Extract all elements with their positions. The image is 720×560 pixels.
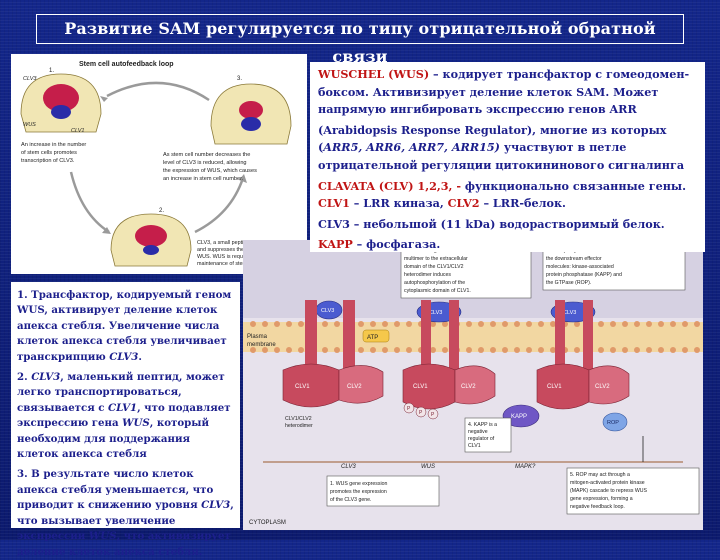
loop-clv3-label: CLV3 bbox=[23, 76, 37, 82]
note-4-box: 4. KAPP is a negative regulator of CLV1 bbox=[465, 418, 511, 452]
receptor-right: CLV3 CLV1 CLV2 KAPP ROP bbox=[503, 300, 629, 431]
meristem-2 bbox=[111, 214, 191, 266]
loop-step2-num: 2. bbox=[159, 208, 164, 214]
loop-step1-text: An increase in the number of stem cells … bbox=[21, 142, 86, 164]
svg-text:CLV2: CLV2 bbox=[461, 384, 476, 390]
svg-text:CLV3: CLV3 bbox=[321, 308, 334, 314]
svg-text:membrane: membrane bbox=[247, 342, 276, 348]
meristem-3 bbox=[211, 84, 291, 144]
svg-text:CLV1: CLV1 bbox=[547, 384, 562, 390]
svg-text:level of CLV3 is reduced, allo: level of CLV3 is reduced, allowing bbox=[163, 160, 247, 166]
svg-text:the downstream effector: the downstream effector bbox=[546, 256, 602, 262]
svg-text:5. ROP may act through a: 5. ROP may act through a bbox=[570, 472, 630, 478]
loop-wus-label: WUS bbox=[23, 122, 36, 128]
svg-text:protein phosphatase (KAPP) and: protein phosphatase (KAPP) and bbox=[546, 272, 622, 278]
svg-text:CLV3: CLV3 bbox=[429, 310, 442, 316]
cytoplasm-label: CYTOPLASM bbox=[249, 520, 286, 526]
note-5-box: 5. ROP may act through a mitogen-activat… bbox=[567, 468, 699, 514]
svg-text:1. WUS gene expression: 1. WUS gene expression bbox=[330, 481, 387, 487]
membrane-diagram: Plasma membrane 2. The binding of the CL… bbox=[243, 240, 703, 530]
loop-step1-num: 1. bbox=[49, 68, 54, 74]
wus-description: WUSCHEL (WUS) – кодирует трансфактор с г… bbox=[318, 66, 697, 119]
gene-description-panel: WUSCHEL (WUS) – кодирует трансфактор с г… bbox=[310, 62, 705, 252]
svg-text:KAPP: KAPP bbox=[511, 414, 527, 420]
svg-text:CLV3: CLV3 bbox=[563, 310, 576, 316]
wus-gene-label: WUS bbox=[421, 464, 435, 470]
svg-text:the expression of WUS, which c: the expression of WUS, which causes bbox=[163, 168, 257, 174]
svg-text:cytoplasmic domain of CLV1.: cytoplasmic domain of CLV1. bbox=[404, 288, 471, 294]
svg-text:CLV1: CLV1 bbox=[468, 443, 481, 449]
svg-text:autophosphorylation of the: autophosphorylation of the bbox=[404, 280, 465, 286]
loop-heading: Stem cell autofeedback loop bbox=[79, 61, 174, 68]
svg-text:of the CLV3 gene.: of the CLV3 gene. bbox=[330, 497, 371, 503]
svg-text:Plasma: Plasma bbox=[247, 334, 268, 340]
steps-panel: 1. Трансфактор, кодируемый геном WUS, ак… bbox=[11, 282, 240, 528]
svg-text:negative: negative bbox=[468, 429, 488, 435]
slide-title: Развитие SAM регулируется по типу отрица… bbox=[36, 14, 684, 44]
arrow-1-to-2 bbox=[71, 172, 109, 232]
loop-step3-text: As stem cell number decreases the level … bbox=[163, 152, 257, 182]
svg-text:heterodimer induces: heterodimer induces bbox=[404, 272, 451, 278]
svg-text:CLV2: CLV2 bbox=[595, 384, 610, 390]
clavata-signaling-figure: Plasma membrane 2. The binding of the CL… bbox=[243, 240, 703, 530]
svg-text:multimer to the extracellular: multimer to the extracellular bbox=[404, 256, 468, 262]
clv3-ligand: CLV3 bbox=[316, 301, 342, 319]
svg-text:CLV2: CLV2 bbox=[347, 384, 362, 390]
svg-text:4. KAPP is a: 4. KAPP is a bbox=[468, 422, 497, 428]
kapp-description: KAPP – фосфагаза. bbox=[318, 236, 697, 254]
clv1-clv2-description: CLV1 – LRR киназа, CLV2 – LRR-белок. bbox=[318, 195, 697, 213]
svg-text:negative feedback loop.: negative feedback loop. bbox=[570, 504, 625, 510]
clv3-description: CLV3 – небольшой (11 kDa) водорастворимы… bbox=[318, 216, 697, 234]
svg-text:CLV1: CLV1 bbox=[413, 384, 428, 390]
arrow-3-to-1 bbox=[107, 83, 209, 100]
svg-text:heterodimer: heterodimer bbox=[285, 423, 313, 429]
step-3-text: 3. В результате число клеток апекса стеб… bbox=[17, 467, 234, 559]
svg-text:CLV1/CLV2: CLV1/CLV2 bbox=[285, 416, 312, 422]
svg-text:of stem cells promotes: of stem cells promotes bbox=[21, 150, 77, 156]
svg-text:CLV1: CLV1 bbox=[295, 384, 310, 390]
arr-description: (Arabidopsis Response Regulator), многие… bbox=[318, 122, 697, 175]
heterodimer-label: CLV1/CLV2 heterodimer bbox=[285, 416, 313, 429]
loop-clv1-label: CLV1 bbox=[71, 128, 84, 134]
clv3-gene-label: CLV3 bbox=[341, 464, 356, 470]
atp-molecule: ATP bbox=[363, 330, 389, 342]
svg-text:ROP: ROP bbox=[607, 420, 619, 426]
svg-text:ATP: ATP bbox=[367, 335, 378, 341]
svg-text:an increase in stem cell numbe: an increase in stem cell number. bbox=[163, 176, 244, 182]
loop-step3-num: 3. bbox=[237, 76, 242, 82]
svg-text:mitogen-activated protein kina: mitogen-activated protein kinase bbox=[570, 480, 645, 486]
svg-text:As stem cell number decreases: As stem cell number decreases the bbox=[163, 152, 250, 158]
step-2-text: 2. CLV3, маленький пептид, может легко т… bbox=[17, 370, 234, 462]
svg-text:transcription of CLV3.: transcription of CLV3. bbox=[21, 158, 75, 164]
svg-text:An increase in the number: An increase in the number bbox=[21, 142, 86, 148]
clavata-description: CLAVATA (CLV) 1,2,3, - функционально свя… bbox=[318, 178, 697, 196]
mapk-label: MAPK? bbox=[515, 464, 536, 470]
arrow-2-to-3 bbox=[195, 178, 243, 232]
svg-text:promotes the expression: promotes the expression bbox=[330, 489, 387, 495]
step-1-text: 1. Трансфактор, кодируемый геном WUS, ак… bbox=[17, 288, 234, 365]
svg-text:gene expression, forming a: gene expression, forming a bbox=[570, 496, 633, 502]
svg-text:regulator of: regulator of bbox=[468, 436, 495, 442]
svg-text:molecules: kinase-associated: molecules: kinase-associated bbox=[546, 264, 614, 270]
svg-text:domain of the CLV1/CLV2: domain of the CLV1/CLV2 bbox=[404, 264, 464, 270]
svg-text:the GTPase (ROP).: the GTPase (ROP). bbox=[546, 280, 591, 286]
note-1-box: 1. WUS gene expression promotes the expr… bbox=[327, 476, 439, 506]
svg-text:(MAPK) cascade to repress WUS: (MAPK) cascade to repress WUS bbox=[570, 488, 648, 494]
